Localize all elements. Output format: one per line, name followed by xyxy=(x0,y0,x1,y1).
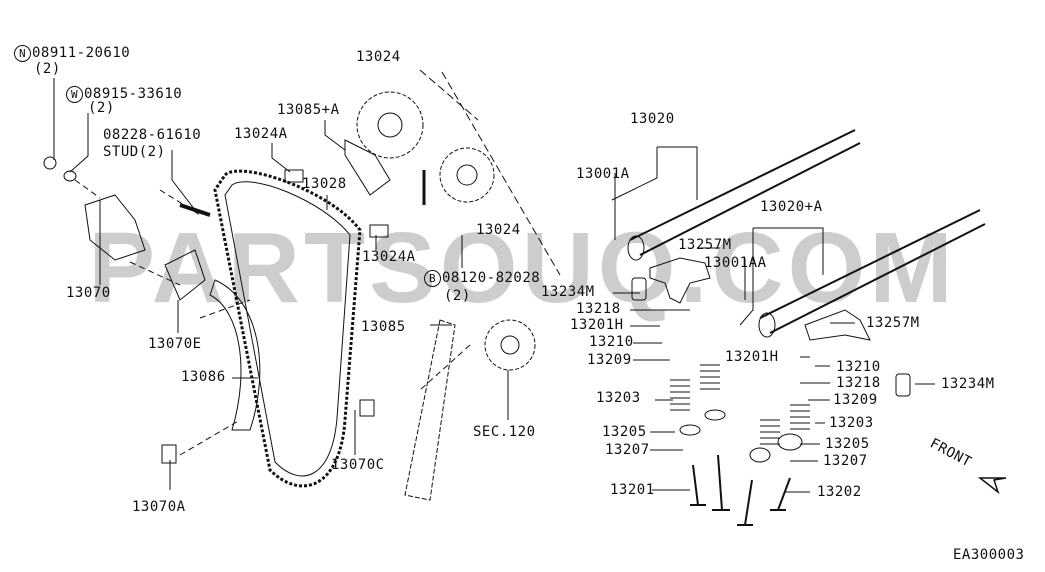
lash-adjuster xyxy=(895,373,911,397)
callout-13210: 13210 xyxy=(836,359,881,375)
callout-13085: 13085 xyxy=(361,319,406,335)
cam-sprocket xyxy=(356,91,424,159)
callout-13257m: 13257M xyxy=(866,315,920,331)
callout-13070: 13070 xyxy=(66,285,111,301)
callout-13201: 13201 xyxy=(610,482,655,498)
callout-13001aa: 13001AA xyxy=(704,255,767,271)
callout-13024a: 13024A xyxy=(362,249,416,265)
callout-13070e: 13070E xyxy=(148,336,202,352)
callout-qty: (2) xyxy=(34,61,61,77)
callout-13207: 13207 xyxy=(823,453,868,469)
tensioner-gasket xyxy=(164,249,206,301)
callout-sec120[interactable]: SEC.120 xyxy=(473,424,536,440)
cam-sprocket xyxy=(439,147,495,203)
bolt-icon xyxy=(161,444,177,464)
bolt-icon xyxy=(359,399,375,417)
chain-guide-13086 xyxy=(209,279,261,431)
callout-13024: 13024 xyxy=(476,222,521,238)
timing-chain xyxy=(213,169,362,488)
callout-13201h: 13201H xyxy=(570,317,624,333)
chain-guide-13085 xyxy=(404,319,456,501)
callout-13218: 13218 xyxy=(836,375,881,391)
callout-13086: 13086 xyxy=(181,369,226,385)
rocker-arm xyxy=(649,257,711,304)
callout-13205: 13205 xyxy=(825,436,870,452)
callout-13028: 13028 xyxy=(302,176,347,192)
rocker-arm xyxy=(804,309,871,341)
valve-springs xyxy=(670,364,810,445)
callout-13218: 13218 xyxy=(576,301,621,317)
callout-13001a: 13001A xyxy=(576,166,630,182)
callout-13205: 13205 xyxy=(602,424,647,440)
front-arrow-icon xyxy=(977,477,1007,495)
callout-13202: 13202 xyxy=(817,484,862,500)
diagram-code: EA300003 xyxy=(953,547,1025,563)
crank-sprocket xyxy=(484,319,536,371)
callout-13024: 13024 xyxy=(356,49,401,65)
callout-13257m: 13257M xyxy=(678,237,732,253)
callout-stud-part: 08228-61610 xyxy=(103,127,202,143)
leader-lines xyxy=(53,69,935,493)
callout-qty: (2) xyxy=(88,100,115,116)
guide-13085a xyxy=(344,139,391,196)
stud-icon xyxy=(179,203,211,217)
callout-13203: 13203 xyxy=(829,415,874,431)
callout-13234m: 13234M xyxy=(941,376,995,392)
callout-13070c: 13070C xyxy=(331,457,385,473)
bolt-icon xyxy=(284,169,304,183)
callout-13070a: 13070A xyxy=(132,499,186,515)
camshaft-13020a xyxy=(759,209,986,334)
lash-adjuster xyxy=(631,277,647,301)
callout-13020a: 13020+A xyxy=(760,199,823,215)
callout-qty: (2) xyxy=(444,288,471,304)
callout-13209: 13209 xyxy=(587,352,632,368)
callout-13234m: 13234M xyxy=(541,284,595,300)
callout-13024a: 13024A xyxy=(234,126,288,142)
callout-13203: 13203 xyxy=(596,390,641,406)
valves xyxy=(690,454,791,526)
washer-icon xyxy=(63,170,77,182)
chain-tensioner xyxy=(84,194,146,261)
callout-13201h: 13201H xyxy=(725,349,779,365)
callout-13020: 13020 xyxy=(630,111,675,127)
nut-icon xyxy=(43,156,57,170)
bolt-icon xyxy=(369,224,389,238)
callout-13210: 13210 xyxy=(589,334,634,350)
callout-13085a: 13085+A xyxy=(277,102,340,118)
callout-13209: 13209 xyxy=(833,392,878,408)
callout-13207: 13207 xyxy=(605,442,650,458)
camshaft-13020 xyxy=(629,129,861,256)
callout-stud-desc: STUD(2) xyxy=(103,144,166,160)
